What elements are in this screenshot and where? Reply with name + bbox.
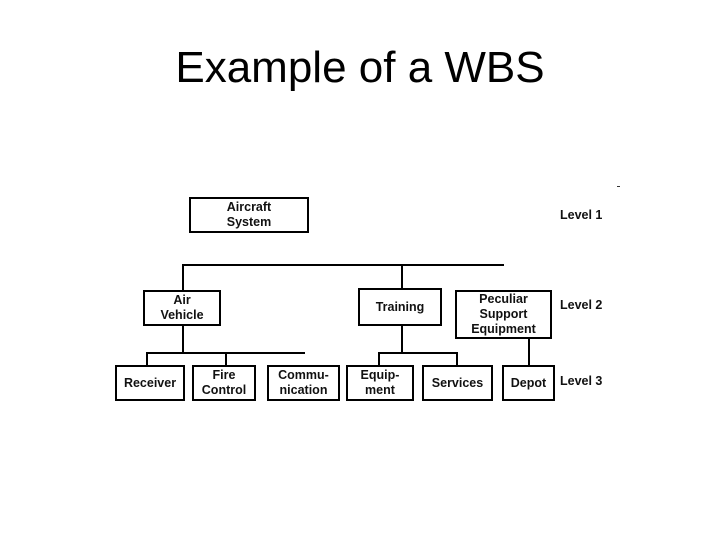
connector-services (456, 352, 458, 366)
level-1-label: Level 1 (560, 208, 603, 222)
connector-training-children (401, 325, 403, 353)
connector-depot (528, 338, 530, 366)
connector-receiver (146, 352, 148, 366)
bus-training-children (378, 352, 458, 354)
connector-air-vehicle-children (182, 325, 184, 353)
wbs-node-aircraft-system: Aircraft System (189, 197, 309, 233)
level-2-label: Level 2 (560, 298, 603, 312)
wbs-node-communication: Commu- nication (267, 365, 340, 401)
wbs-node-equipment: Equip- ment (346, 365, 414, 401)
connector-equipment (378, 352, 380, 366)
corner-mark (617, 186, 620, 187)
wbs-node-air-vehicle: Air Vehicle (143, 290, 221, 326)
connector-fire-control (225, 352, 227, 366)
wbs-node-fire-control: Fire Control (192, 365, 256, 401)
connector-air-vehicle (182, 264, 184, 291)
wbs-node-services: Services (422, 365, 493, 401)
connector-training (401, 264, 403, 289)
wbs-node-training: Training (358, 288, 442, 326)
slide-title: Example of a WBS (175, 43, 545, 92)
level-3-label: Level 3 (560, 374, 603, 388)
wbs-node-depot: Depot (502, 365, 555, 401)
wbs-node-receiver: Receiver (115, 365, 185, 401)
wbs-node-peculiar-support-equipment: Peculiar Support Equipment (455, 290, 552, 339)
root-connector (182, 264, 504, 266)
